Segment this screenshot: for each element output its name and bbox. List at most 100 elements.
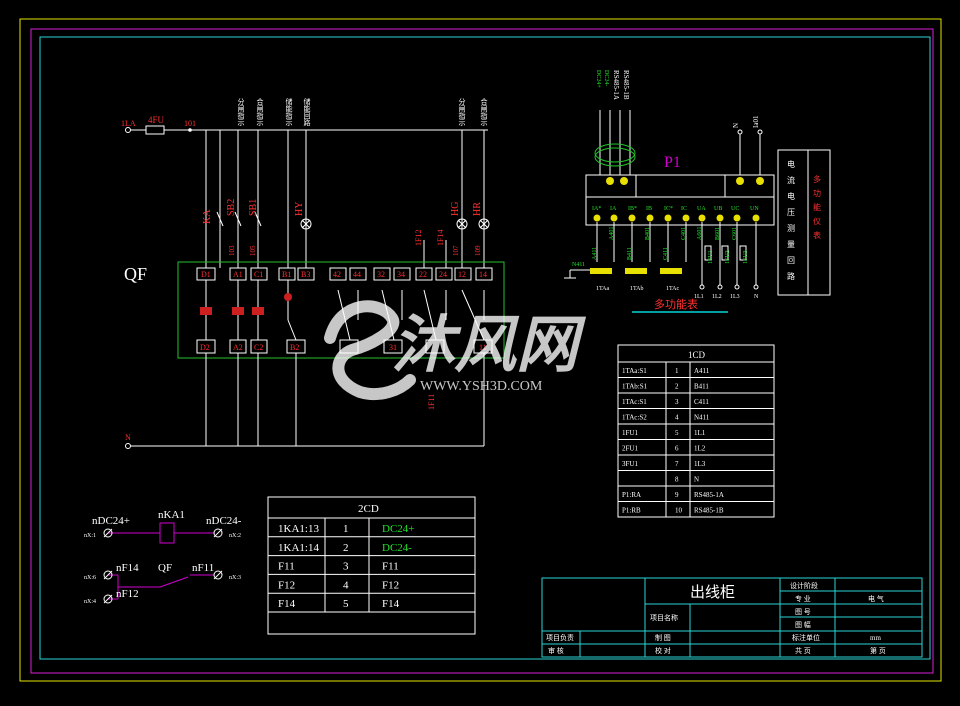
- watermark-brand: 沐风网: [392, 312, 587, 380]
- svg-text:C601: C601: [732, 227, 738, 240]
- top-label-1: 分闸指示: [237, 97, 245, 126]
- neutral-label: N: [125, 433, 131, 442]
- table-2cd-cell: 1: [343, 523, 349, 535]
- node-101: 101: [184, 119, 196, 128]
- label-1f12: 1F12: [414, 230, 423, 246]
- table-1cd-cell: 8: [675, 476, 679, 484]
- p1-right-label-2: Ia01: [752, 115, 760, 128]
- frame-outer: [19, 18, 942, 682]
- tb-checked: 校 对: [655, 646, 671, 655]
- table-1cd-cell: N: [694, 476, 699, 484]
- p1-top-label-3: RS485-1A: [612, 70, 620, 100]
- table-1cd-cell: C411: [694, 398, 709, 406]
- svg-text:A601: A601: [697, 227, 703, 240]
- node-109: 109: [474, 245, 482, 256]
- svg-text:14: 14: [479, 270, 487, 279]
- fuse-4fu: [145, 125, 165, 135]
- table-2cd-cell: DC24-: [382, 542, 412, 554]
- table-1cd-cell: 1L3: [694, 460, 706, 468]
- label-sb2: SB2: [226, 199, 237, 216]
- p1-wire-codes: A411 A401 B411 B401 C411 C401 A601 B601 …: [592, 227, 738, 260]
- p1-side-text-red: 多功能仪表: [813, 174, 822, 245]
- p1-right-label-1: N: [732, 123, 740, 128]
- svg-text:1L2: 1L2: [712, 294, 722, 300]
- table-2cd-cell: F12: [382, 579, 399, 591]
- tb-date: 标注单位: [792, 633, 820, 642]
- svg-text:31: 31: [389, 343, 397, 352]
- dc-pos-label: nDC24+: [92, 515, 130, 527]
- p1-bottom-labels: 1L1 1L2 1L3 N: [694, 294, 759, 300]
- label-hg: HG: [450, 202, 461, 216]
- table-1cd-cell: 3: [675, 398, 679, 406]
- p1-top-label-1: DC24+: [595, 70, 601, 88]
- svg-text:42: 42: [333, 270, 341, 279]
- term-nx2: nX:2: [229, 533, 241, 539]
- svg-text:1TAa: 1TAa: [596, 286, 610, 292]
- top-label-6: 合闸指示: [480, 97, 488, 126]
- p1-side-text: 电流电压测量回路: [787, 159, 796, 288]
- term-nx1: nX:1: [84, 533, 96, 539]
- table-1cd-cell: 5: [675, 429, 679, 437]
- svg-text:11: 11: [479, 343, 487, 352]
- table-1cd-title: 1CD: [688, 350, 706, 360]
- svg-text:32: 32: [377, 270, 385, 279]
- tb-drawn: 制 图: [655, 633, 671, 642]
- table-2cd-cell: F11: [382, 561, 399, 573]
- table-1cd-cell: 1FU1: [622, 429, 638, 437]
- table-2cd-cell: 4: [343, 579, 349, 591]
- svg-text:C2: C2: [254, 343, 263, 352]
- p1-ground-label: N411: [572, 262, 585, 268]
- svg-text:D2: D2: [200, 343, 210, 352]
- indicator-lamps: [300, 218, 490, 230]
- tb-review: 审 核: [548, 646, 564, 655]
- table-2cd-cell: 3: [343, 561, 349, 573]
- fuse-1fu3: 1FU3: [743, 250, 749, 264]
- frame-inner: [39, 36, 931, 660]
- top-labels: 分闸指示 合闸指示 储能指示 储能回路 分闸指示 合闸指示: [237, 97, 488, 127]
- term-nx3: nX:3: [229, 575, 241, 581]
- svg-text:A2: A2: [233, 343, 243, 352]
- term-nx6: nX:6: [84, 575, 96, 581]
- tb-title: 出线柜: [690, 584, 735, 601]
- f14-label: nF14: [116, 562, 139, 574]
- p1-meter-body: [585, 174, 775, 198]
- svg-text:UC: UC: [731, 206, 739, 212]
- watermark: 沐风网 WWW.YSH3D.COM: [324, 300, 587, 401]
- svg-text:IC*: IC*: [664, 206, 673, 212]
- tb-sheet: 共 页: [795, 646, 811, 655]
- f11-label: nF11: [192, 562, 214, 574]
- qf-bottom-terminals: D2 A2 C2 B2 31 11: [196, 339, 493, 354]
- p1-title: P1: [664, 154, 681, 171]
- table-1cd-cell: 3FU1: [622, 460, 638, 468]
- top-label-3: 储能指示: [285, 97, 293, 126]
- svg-text:A411: A411: [592, 247, 598, 260]
- table-2cd-cell: 5: [343, 598, 349, 610]
- svg-text:IA: IA: [610, 206, 617, 212]
- table-1cd-cell: N411: [694, 414, 710, 422]
- table-1cd-cell: 6: [675, 445, 679, 453]
- qf-top-terminals: D1 A1 C1 B1 B3 42 44 32 34 22 24 12 14: [196, 267, 493, 281]
- table-1cd-cell: 4: [675, 414, 679, 422]
- svg-text:C1: C1: [254, 270, 263, 279]
- node-103: 103: [228, 245, 236, 256]
- svg-text:44: 44: [353, 270, 361, 279]
- table-1cd-cell: 2: [675, 383, 679, 391]
- table-1cd-cell: 1TAa:S1: [622, 367, 647, 375]
- tb-design-unit: 设计阶段: [790, 581, 818, 590]
- svg-text:IB*: IB*: [628, 206, 637, 212]
- qf-label: QF: [124, 264, 147, 284]
- p1-subtitle: 多功能表: [654, 297, 698, 311]
- table-2cd-cell: F14: [278, 598, 296, 610]
- node-107: 107: [452, 245, 460, 256]
- fuse-label: 4FU: [148, 115, 165, 125]
- frame-mid: [30, 28, 934, 674]
- p1-top-label-2: DC24-: [603, 70, 609, 86]
- svg-text:1L3: 1L3: [730, 294, 740, 300]
- relay-circuit: nDC24+ nKA1 nDC24- nX:1 nX:2 nF14 QF nF1…: [84, 509, 242, 605]
- top-label-5: 分闸指示: [458, 97, 466, 126]
- svg-text:C411: C411: [663, 247, 669, 260]
- tb-date-val: mm: [870, 634, 881, 642]
- table-1cd-cell: 9: [675, 491, 679, 499]
- label-hr: HR: [472, 202, 483, 216]
